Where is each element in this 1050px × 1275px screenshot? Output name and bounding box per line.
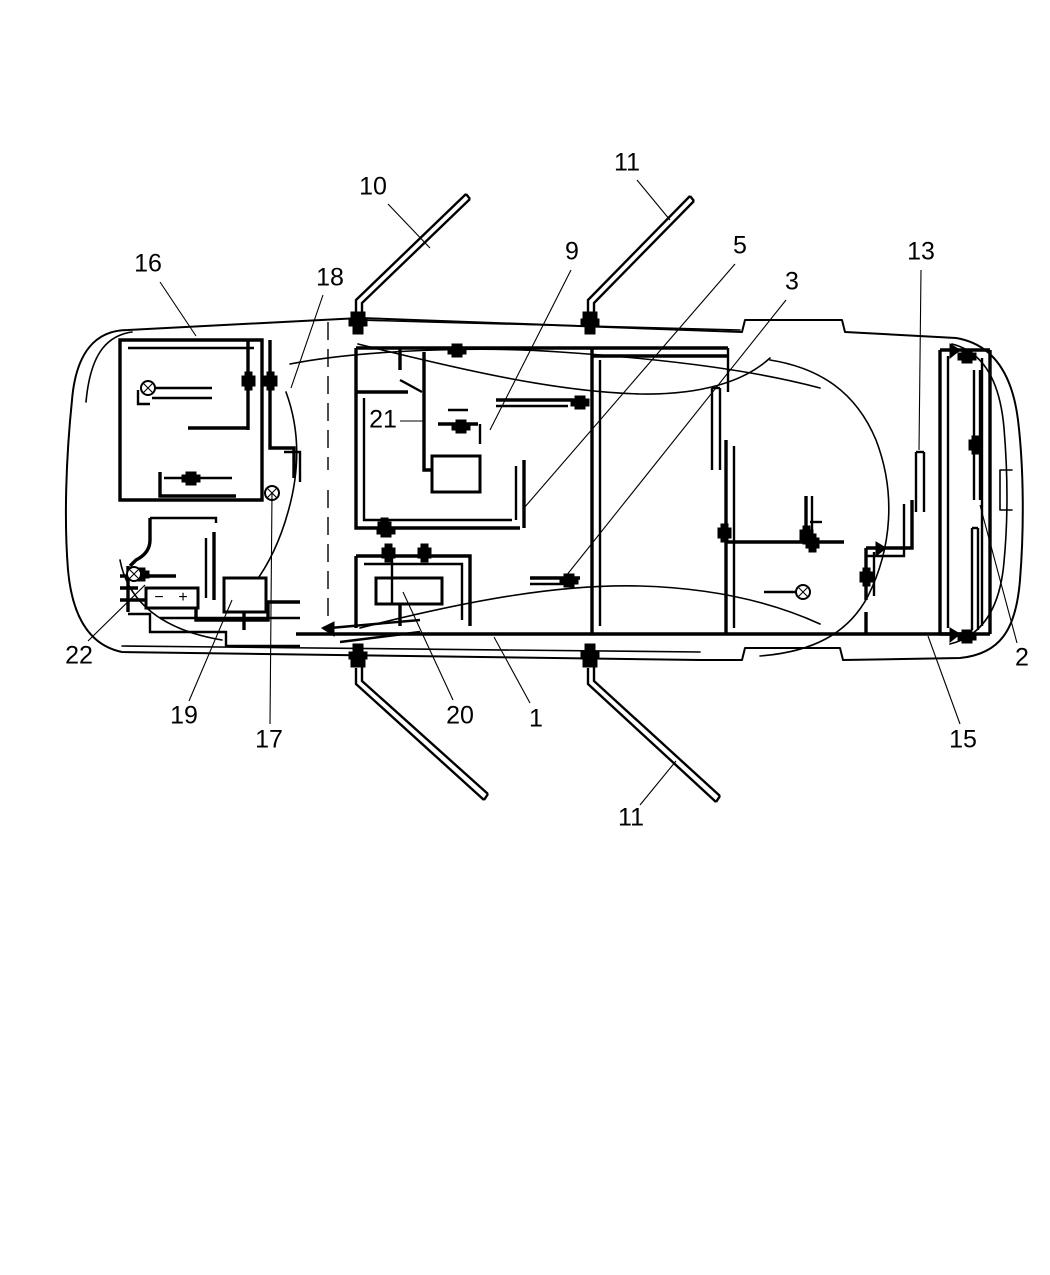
connector-stub (181, 343, 977, 644)
vehicle-body-outline (64, 317, 1024, 661)
rear-harness (724, 348, 992, 636)
callout-9: 9 (565, 238, 579, 266)
callout-19: 19 (170, 702, 198, 730)
callout-leaders (87, 179, 1018, 806)
connector-inline (130, 371, 983, 587)
callout-11-top: 11 (614, 149, 640, 177)
callout-20: 20 (446, 702, 474, 730)
connector-grommet (348, 311, 600, 668)
callout-21: 21 (369, 406, 397, 434)
branch-arrow (321, 343, 961, 644)
callout-13: 13 (907, 238, 935, 266)
callout-1: 1 (529, 705, 543, 733)
callout-22: 22 (65, 642, 93, 670)
callout-labels: 16 10 18 11 9 5 3 13 2 15 22 19 17 20 1 … (65, 149, 1029, 832)
external-leads (354, 193, 721, 803)
front-harness-16 (118, 338, 302, 612)
harness-connectors (126, 311, 983, 668)
callout-2: 2 (1015, 644, 1029, 672)
battery-plus-label: + (178, 589, 187, 606)
battery-symbol: − + (144, 586, 200, 610)
battery-minus-label: − (154, 589, 163, 606)
callout-3: 3 (785, 268, 799, 296)
callout-15: 15 (949, 726, 977, 754)
upper-harness-trunk (354, 346, 730, 392)
callout-10: 10 (359, 173, 387, 201)
callout-11-bottom: 11 (618, 804, 644, 832)
control-module-left (222, 576, 268, 630)
callout-16: 16 (134, 250, 162, 278)
center-harness-21 (354, 352, 574, 530)
callout-18: 18 (316, 264, 344, 292)
center-lower-module-20 (329, 554, 472, 644)
center-right-branches (530, 348, 728, 634)
callout-5: 5 (733, 232, 747, 260)
ring-terminal (126, 380, 811, 600)
callout-17: 17 (255, 726, 283, 754)
